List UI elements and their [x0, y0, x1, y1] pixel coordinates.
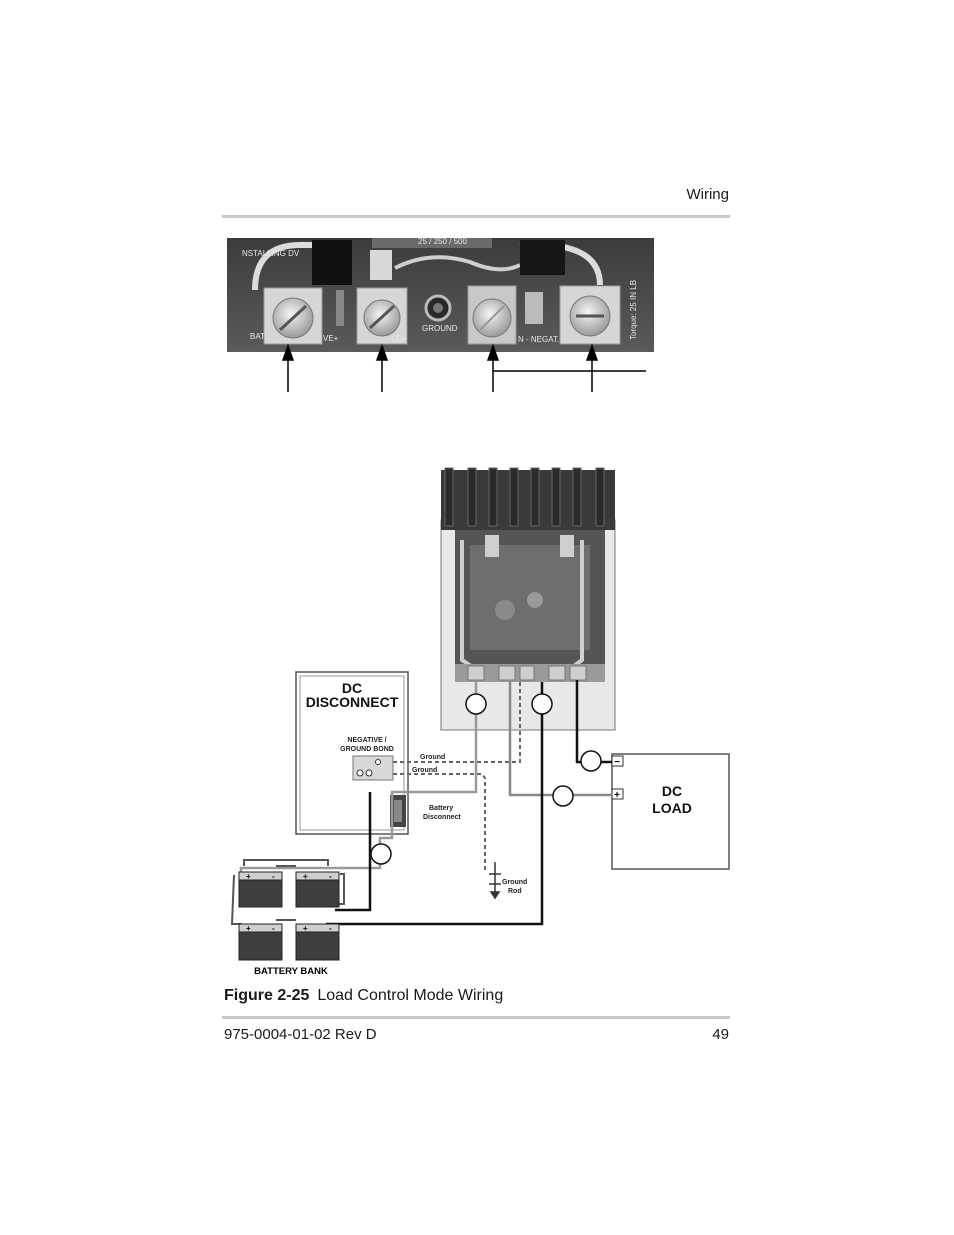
header-rule — [222, 215, 730, 218]
figure-number: Figure 2-25 — [224, 987, 310, 1004]
photo-label-bat: BAT — [250, 332, 265, 341]
battery-3: + - — [238, 923, 283, 961]
battery-bank: + - + - + - + - BATTERY BANK — [230, 859, 345, 977]
dc-load-label-1: DC — [662, 783, 682, 799]
callout-arrows — [281, 343, 646, 392]
terminal-block-1 — [263, 287, 323, 345]
photo-label-ratings: 25 / 250 / 500 — [418, 237, 467, 246]
bond-label-1: NEGATIVE / — [347, 737, 386, 744]
ground-rod-label-2: Rod — [508, 888, 522, 895]
photo-label-ground: GROUND — [422, 324, 458, 333]
figure-caption: Figure 2-25 Load Control Mode Wiring — [224, 987, 503, 1005]
footer-doc-number: 975-0004-01-02 Rev D — [224, 1026, 377, 1043]
terminal-block-4 — [559, 285, 621, 345]
svg-text:+: + — [303, 924, 308, 933]
svg-text:+: + — [303, 872, 308, 881]
figure-title: Load Control Mode Wiring — [317, 987, 504, 1004]
dc-disconnect-label-2: DISCONNECT — [306, 694, 399, 710]
footer-page-number: 49 — [712, 1026, 729, 1043]
bond-label-2: GROUND BOND — [340, 746, 394, 753]
callout-circles — [370, 693, 602, 865]
svg-text:-: - — [329, 924, 332, 933]
photo-label-negat: N - NEGAT. — [518, 335, 559, 344]
load-plus-terminal: + — [614, 790, 620, 801]
dc-disconnect-label-1: DC — [342, 680, 362, 696]
photo-label-installing: NSTALLING DV — [242, 249, 300, 258]
svg-text:+: + — [246, 872, 251, 881]
photo-label-ld: LD+ — [392, 334, 407, 343]
svg-text:-: - — [329, 872, 332, 881]
svg-text:+: + — [246, 924, 251, 933]
ground-rod-label-1: Ground — [502, 879, 527, 886]
terminal-block-3 — [467, 285, 517, 345]
battery-bank-label: BATTERY BANK — [254, 966, 328, 977]
battery-wires — [239, 682, 544, 926]
dc-load-box: − + DC LOAD — [611, 753, 730, 870]
ground-rod-symbol — [489, 862, 501, 900]
terminal-block-2 — [356, 287, 408, 345]
battery-disconnect-switch — [390, 795, 406, 827]
ground-wire-label-2: Ground — [412, 767, 437, 774]
battery-disconnect-label-1: Battery — [429, 805, 453, 812]
svg-text:-: - — [272, 872, 275, 881]
battery-4: + - — [295, 923, 340, 961]
photo-label-ve: VE+ — [323, 334, 339, 343]
ground-wires — [393, 682, 521, 870]
ground-lug — [424, 294, 452, 322]
ground-wire-label-1: Ground — [420, 754, 445, 761]
load-minus-terminal: − — [614, 757, 620, 768]
footer-rule — [222, 1016, 730, 1019]
battery-1: + - — [238, 871, 283, 908]
photo-label-torque: Torque: 25 IN LB — [629, 280, 638, 340]
svg-text:-: - — [272, 924, 275, 933]
dc-load-label-2: LOAD — [652, 800, 692, 816]
dc-disconnect-box: DC DISCONNECT NEGATIVE / GROUND BOND Bat… — [295, 671, 461, 835]
header-section-title: Wiring — [686, 186, 729, 203]
battery-disconnect-label-2: Disconnect — [423, 814, 461, 821]
battery-2: + - — [295, 871, 340, 908]
controller-enclosure — [440, 467, 616, 731]
